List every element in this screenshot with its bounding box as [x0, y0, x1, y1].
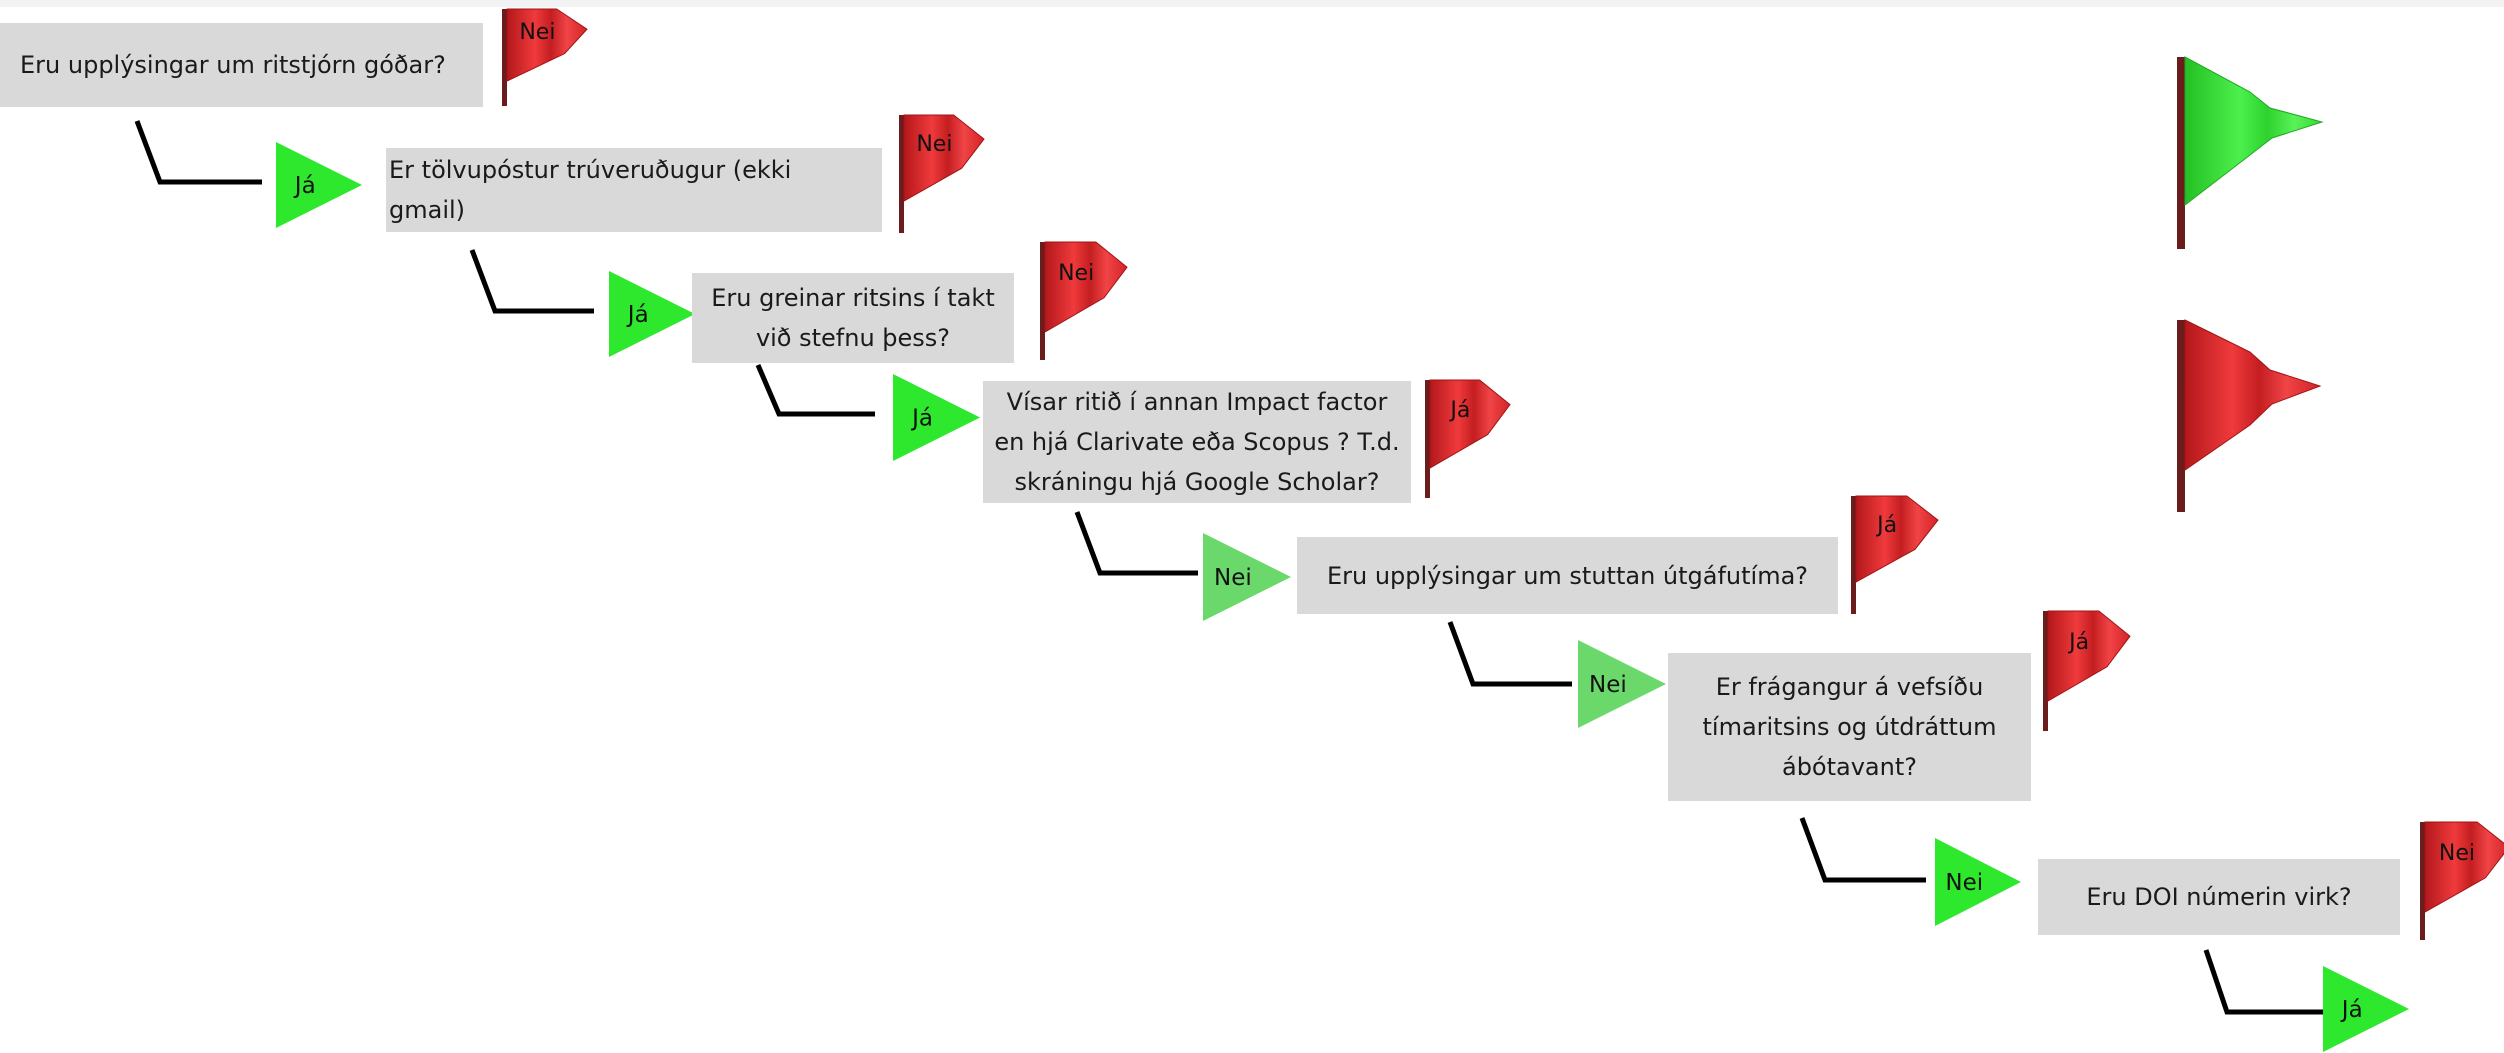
flag-pole [2420, 822, 2425, 940]
continue-arrow-2: Já [609, 271, 695, 357]
continue-arrow-icon [2323, 966, 2409, 1052]
question-box-4: Vísar ritið í annan Impact factor en hjá… [983, 381, 1411, 503]
continue-arrow-label: Já [626, 302, 649, 328]
continue-arrow-label: Já [910, 406, 933, 432]
continue-arrow-label: Nei [1945, 870, 1983, 896]
red-flag-icon [1044, 241, 1128, 333]
question-box-1: Eru upplýsingar um ritstjórn góðar? [0, 23, 483, 107]
connector-line-1 [134, 120, 262, 185]
continue-arrow-icon [609, 271, 695, 357]
red-flag-icon [2184, 319, 2322, 471]
red-flag-label: Nei [519, 20, 555, 45]
connector-line-6 [1799, 817, 1926, 883]
red-flag-7: Nei [2420, 821, 2504, 940]
continue-arrow-icon [893, 374, 980, 461]
flag-pole [1040, 242, 1045, 360]
red-flag-icon [2424, 821, 2504, 913]
question-text-1: Eru upplýsingar um ritstjórn góðar? [20, 51, 446, 79]
flag-pole [2177, 320, 2185, 512]
red-flag-label: Nei [2439, 841, 2475, 866]
question-text-5: Eru upplýsingar um stuttan útgáfutíma? [1326, 561, 1809, 590]
legend-green-flag [2177, 56, 2324, 249]
red-flag-label: Nei [916, 132, 952, 157]
red-flag-icon [2047, 610, 2131, 702]
connector-line-7 [2203, 949, 2323, 1015]
red-flag-icon [506, 8, 588, 82]
continue-arrow-icon [276, 142, 362, 228]
red-flag-label: Já [1448, 398, 1470, 423]
red-flag-icon [903, 114, 985, 202]
flag-pole [1851, 496, 1856, 614]
question-text-3: Eru greinar ritsins í takt við stefnu þe… [711, 284, 995, 352]
continue-arrow-icon [1935, 838, 2021, 926]
continue-arrow-label: Já [293, 173, 316, 199]
continue-arrow-label: Já [2340, 997, 2363, 1023]
continue-arrow-label: Nei [1214, 565, 1252, 591]
question-box-7: Eru DOI númerin virk? [2038, 859, 2400, 935]
continue-arrow-3: Já [893, 374, 980, 461]
red-flag-label: Já [2067, 630, 2089, 655]
question-text-7: Eru DOI númerin virk? [2086, 883, 2352, 911]
red-flag-4: Já [1425, 379, 1511, 498]
red-flag-3: Nei [1040, 241, 1128, 360]
red-flag-5: Já [1851, 495, 1939, 614]
red-flag-icon [1855, 495, 1939, 583]
connector-line-3 [755, 364, 875, 417]
flag-pole [899, 115, 904, 233]
connector-line-2 [469, 249, 594, 314]
continue-arrow-icon [1203, 533, 1291, 621]
red-flag-icon [1429, 379, 1511, 469]
flag-pole [502, 9, 507, 106]
green-flag-icon [2184, 56, 2324, 207]
question-text-4: Vísar ritið í annan Impact factor en hjá… [994, 388, 1400, 496]
flag-pole [2043, 611, 2048, 731]
question-box-5: Eru upplýsingar um stuttan útgáfutíma? [1297, 537, 1838, 614]
red-flag-1: Nei [502, 8, 588, 106]
legend-red-flag [2177, 319, 2322, 512]
question-text-6: Er frágangur á vefsíðu tímaritsins og út… [1702, 673, 1997, 781]
connector-line-5 [1447, 621, 1572, 687]
red-flag-2: Nei [899, 114, 985, 233]
flag-pole [1425, 380, 1430, 498]
continue-arrow-icon [1578, 640, 1666, 728]
continue-arrow-4: Nei [1203, 533, 1291, 621]
continue-arrow-6: Nei [1935, 838, 2021, 926]
continue-arrow-5: Nei [1578, 640, 1666, 728]
red-flag-6: Já [2043, 610, 2131, 731]
continue-arrow-label: Nei [1589, 672, 1627, 698]
question-text-2: Er tölvupóstur trúveruðugur (ekki gmail) [389, 156, 792, 224]
continue-arrow-7: Já [2323, 966, 2409, 1052]
flag-pole [2177, 57, 2185, 249]
red-flag-label: Já [1875, 513, 1897, 538]
connector-line-4 [1074, 511, 1198, 576]
red-flag-label: Nei [1058, 261, 1094, 286]
top-strip [0, 0, 2504, 7]
question-box-2: Er tölvupóstur trúveruðugur (ekki gmail) [386, 148, 882, 232]
continue-arrow-1: Já [276, 142, 362, 228]
question-box-6: Er frágangur á vefsíðu tímaritsins og út… [1668, 653, 2031, 801]
question-box-3: Eru greinar ritsins í takt við stefnu þe… [692, 273, 1014, 363]
